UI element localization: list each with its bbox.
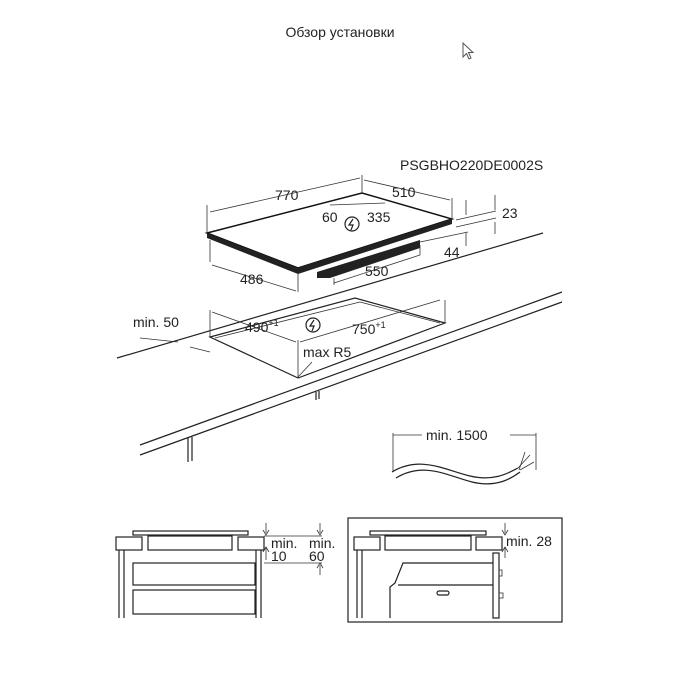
clearance-min60-value: 60 — [309, 548, 325, 564]
dim-box-width: 550 — [365, 263, 389, 279]
dim-cutout-width: 750+1 — [352, 320, 386, 337]
dim-cutout-depth: 490+1 — [245, 318, 279, 335]
electric-connection-icon — [344, 216, 360, 232]
dim-underside-height: 44 — [444, 244, 460, 260]
dim-offset: 60 — [322, 209, 338, 225]
countertop-drawing — [116, 232, 563, 462]
dim-corner-radius: max R5 — [303, 344, 351, 360]
clearance-min60-label: min. — [309, 535, 335, 551]
dim-hob-width: 770 — [275, 187, 299, 203]
dim-box-depth: 486 — [240, 271, 264, 287]
clearance-min10-label: min. — [271, 535, 297, 551]
dim-cable-length: min. 1500 — [426, 427, 488, 443]
cabinet-drawers-drawing — [115, 523, 324, 618]
cable-drawing — [391, 433, 537, 485]
hob-drawing — [204, 175, 497, 292]
clearance-min10-value: 10 — [271, 548, 287, 564]
dim-height-total: 23 — [502, 205, 518, 221]
cabinet-oven-drawing — [347, 517, 563, 623]
model-code: PSGBHO220DE0002S — [400, 157, 543, 173]
dim-hob-depth: 510 — [392, 184, 416, 200]
clearance-min28: min. 28 — [506, 533, 552, 549]
electric-connection-icon — [305, 317, 321, 333]
dim-connection: 335 — [367, 209, 391, 225]
mouse-cursor-icon — [462, 42, 475, 60]
dim-min-edge: min. 50 — [133, 314, 179, 330]
page-title: Обзор установки — [285, 24, 395, 40]
